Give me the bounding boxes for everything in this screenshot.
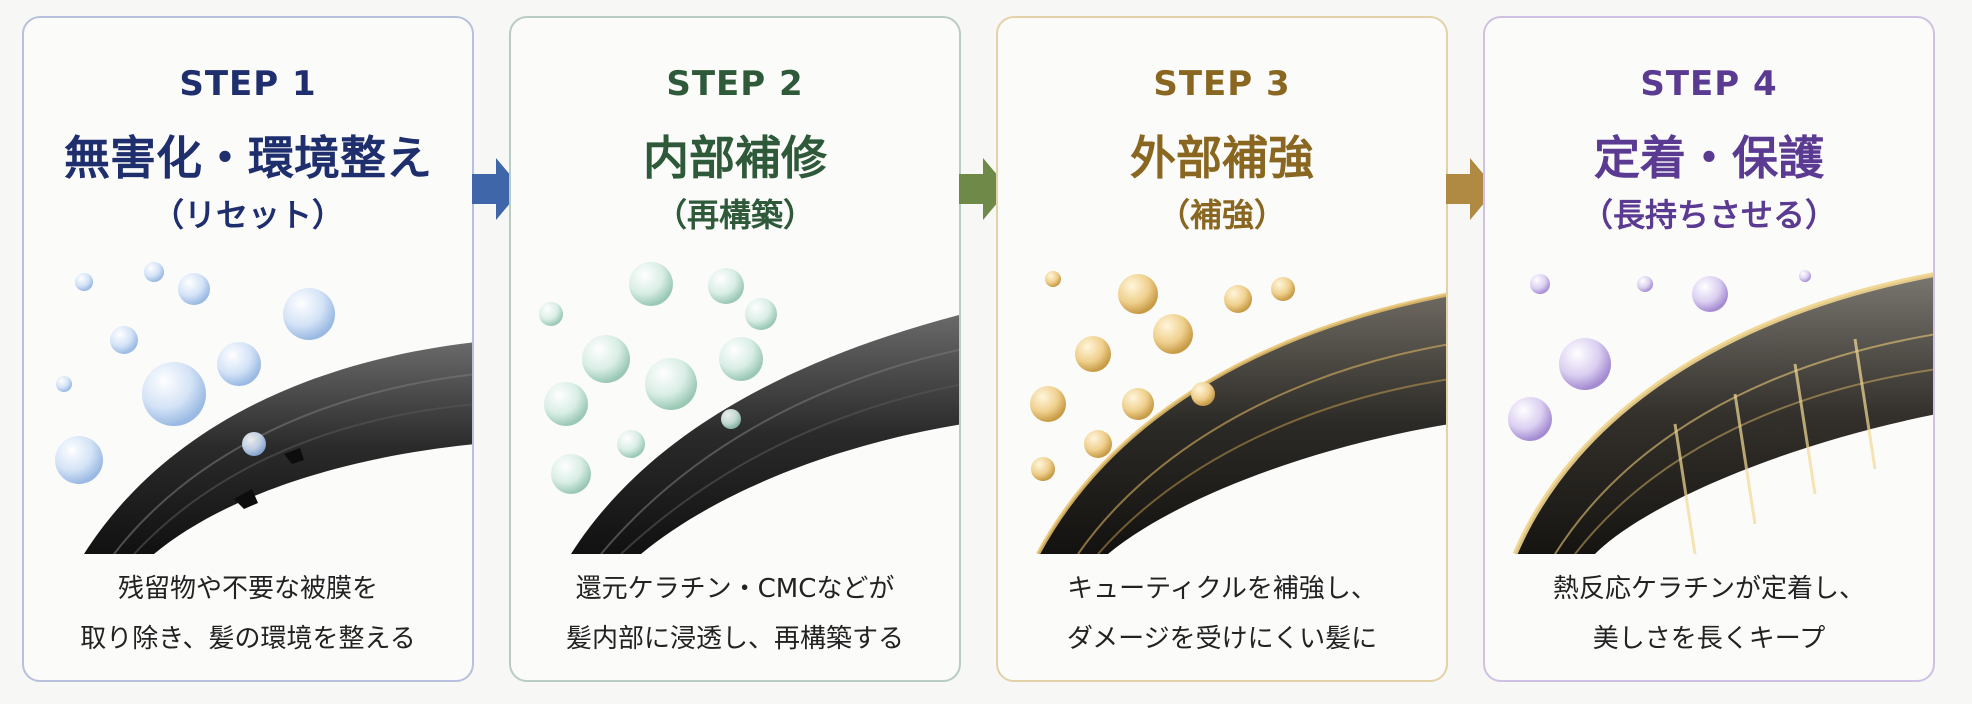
- description-line: 美しさを長くキープ: [1592, 624, 1826, 654]
- step-subtitle: （長持ちさせる）: [1580, 196, 1837, 234]
- step-subtitle: （再構築）: [654, 196, 815, 234]
- step-label: STEP 4: [1640, 64, 1778, 104]
- step-label: STEP 2: [666, 64, 804, 104]
- step-description: 残留物や不要な被膜を 取り除き、髪の環境を整える: [24, 564, 472, 664]
- description-line: 還元ケラチン・CMCなどが: [575, 574, 895, 604]
- arrow-right-icon: [472, 158, 522, 220]
- description-line: 残留物や不要な被膜を: [117, 574, 378, 604]
- hair-bubbles-illustration: [1030, 271, 1446, 554]
- arrow-right-icon: [1446, 158, 1496, 220]
- step-title: 外部補強: [1130, 131, 1314, 185]
- step-subtitle: （補強）: [1157, 196, 1286, 234]
- step-description: キューティクルを補強し、 ダメージを受けにくい髪に: [998, 564, 1446, 664]
- description-line: キューティクルを補強し、: [1067, 574, 1377, 604]
- step-title: 定着・保護: [1594, 131, 1824, 185]
- description-line: ダメージを受けにくい髪に: [1066, 624, 1378, 654]
- step-description: 熱反応ケラチンが定着し、 美しさを長くキープ: [1485, 564, 1933, 664]
- hair-bubbles-illustration: [1508, 270, 1933, 554]
- description-line: 髪内部に浸透し、再構築する: [565, 624, 904, 654]
- step-card-2: STEP 2 内部補修 （再構築）: [509, 16, 961, 682]
- arrow-right-icon: [959, 158, 1009, 220]
- hair-bubbles-illustration: [539, 262, 959, 554]
- step-title: 無害化・環境整え: [64, 131, 432, 185]
- description-line: 取り除き、髪の環境を整える: [80, 624, 416, 654]
- step-subtitle: （リセット）: [151, 196, 344, 234]
- step-title: 内部補修: [643, 131, 827, 185]
- step-label: STEP 1: [179, 64, 317, 104]
- step-card-3: STEP 3 外部補強 （補強）: [996, 16, 1448, 682]
- step-card-1: STEP 1 無害化・環境整え （リセット）: [22, 16, 474, 682]
- description-line: 熱反応ケラチンが定着し、: [1552, 574, 1865, 604]
- hair-bubbles-illustration: [55, 262, 472, 554]
- step-description: 還元ケラチン・CMCなどが 髪内部に浸透し、再構築する: [511, 564, 959, 664]
- step-label: STEP 3: [1153, 64, 1291, 104]
- step-card-4: STEP 4 定着・保護 （長持ちさせる）: [1483, 16, 1935, 682]
